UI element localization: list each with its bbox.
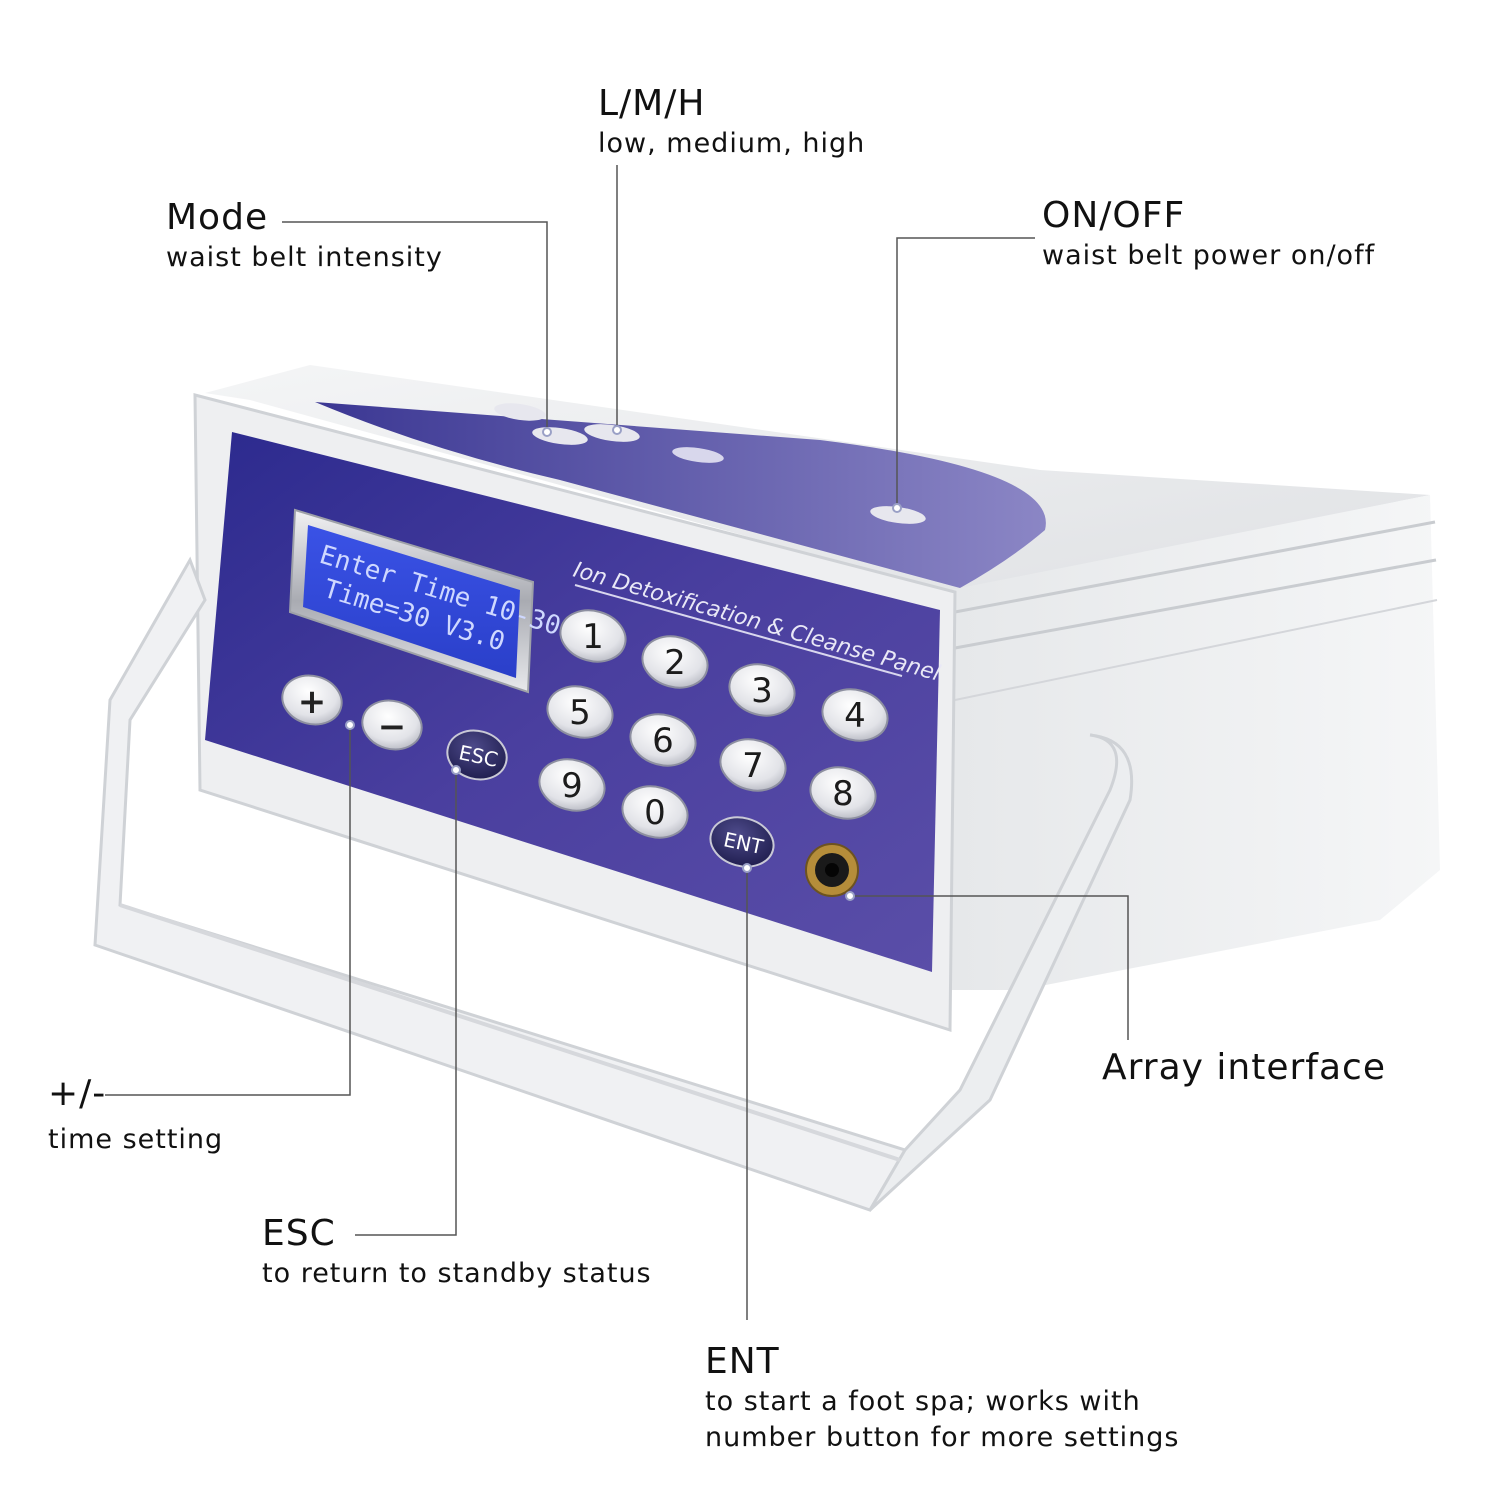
top-panel-overlay [315,402,1046,588]
minus-button[interactable]: − [357,694,427,756]
key-label: 3 [751,671,773,711]
key-label: 2 [664,643,686,683]
key-label: 1 [582,617,604,657]
key-6-button[interactable]: 7 [715,732,792,797]
annotation-ent-subtitle-line-2: number button for more settings [705,1422,1180,1453]
plus-button[interactable]: + [277,669,347,731]
key-label: 8 [832,774,854,814]
annotation-array-interface: Array interface [1102,1046,1386,1090]
annotation-mode: Mode waist belt intensity [166,196,443,276]
top-button-a[interactable] [493,400,547,423]
key-8-button[interactable]: 9 [534,752,611,817]
annotation-on-off-title: ON/OFF [1042,195,1186,236]
annotation-plus-minus-title: +/- [48,1073,107,1114]
annotation-lmh: L/M/H low, medium, high [598,82,865,162]
key-4-button[interactable]: 5 [542,679,619,744]
top-buttons [493,400,927,527]
annotation-esc-subtitle: to return to standby status [262,1258,652,1289]
key-2-button[interactable]: 3 [724,657,801,722]
plus-label: + [298,682,327,722]
key-3-button[interactable]: 4 [817,682,894,747]
key-label: 0 [644,793,666,833]
annotation-plus-minus: +/- time setting [48,1072,223,1158]
device-body [193,365,1440,1033]
key-label: 4 [844,696,866,736]
numeric-keypad: 1 2 3 4 5 6 7 8 9 0 [534,603,894,844]
minus-label: − [378,707,407,747]
leader-dots [345,425,902,901]
annotation-esc-title: ESC [262,1213,336,1254]
annotation-mode-title: Mode [166,197,269,238]
annotation-lmh-title: L/M/H [598,83,706,124]
annotation-lmh-subtitle: low, medium, high [598,128,866,159]
annotation-esc: ESC to return to standby status [262,1212,652,1292]
top-button-d[interactable] [671,444,724,465]
ent-button[interactable]: ENT [705,811,779,874]
key-9-button[interactable]: 0 [617,779,694,844]
key-5-button[interactable]: 6 [625,707,702,772]
annotation-ent: ENT to start a foot spa; works with numb… [705,1340,1180,1456]
annotation-on-off: ON/OFF waist belt power on/off [1042,194,1375,274]
carry-handle [93,556,1134,1212]
annotation-mode-subtitle: waist belt intensity [166,242,443,273]
annotation-plus-minus-subtitle: time setting [48,1124,224,1155]
esc-button[interactable]: ESC [442,724,512,786]
key-label: 9 [561,766,583,806]
annotation-array-title: Array interface [1102,1047,1386,1088]
key-0-button[interactable]: 1 [555,603,632,668]
annotation-ent-subtitle-line-1: to start a foot spa; works with [705,1386,1141,1417]
key-7-button[interactable]: 8 [805,760,882,825]
leader-lines [105,165,1129,1320]
array-interface-socket[interactable] [805,843,859,897]
annotation-on-off-subtitle: waist belt power on/off [1042,240,1376,271]
on-off-button[interactable] [869,503,927,527]
key-label: 6 [652,721,674,761]
key-label: 5 [569,693,591,733]
key-1-button[interactable]: 2 [637,629,714,694]
annotation-ent-title: ENT [705,1341,780,1382]
lmh-button[interactable] [583,421,641,445]
key-label: 7 [742,746,764,786]
